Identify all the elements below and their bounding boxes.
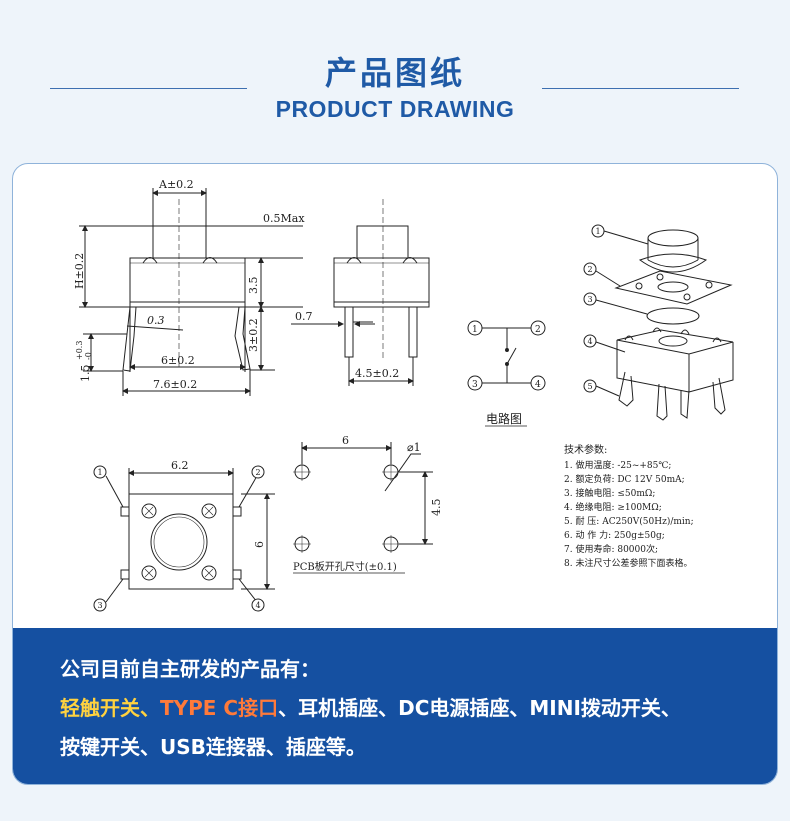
part-1: 1: [595, 227, 600, 236]
pcb-dim-6: 6: [342, 434, 349, 447]
header-line-left: [50, 88, 247, 89]
circuit-pin-4: 4: [535, 380, 541, 390]
page-title: 产品图纸: [324, 54, 465, 92]
dim-03: 0.3: [147, 314, 165, 327]
page-subtitle: PRODUCT DRAWING: [275, 96, 515, 122]
dim-6-top: 6: [253, 541, 266, 548]
products-text: 、耳机插座、DC电源插座、MINI拨动开关、: [278, 696, 681, 720]
dim-3: 3±0.2: [247, 318, 260, 352]
spec-item: 3. 接触电阻: ≤50mΩ;: [564, 487, 655, 499]
circuit-pin-1: 1: [472, 325, 478, 335]
spec-item: 8. 未注尺寸公差参照下面表格。: [564, 557, 692, 569]
circuit-diagram: [467, 320, 546, 427]
pcb-label: PCB板开孔尺寸(±0.1): [293, 560, 397, 573]
dim-45-front: 4.5±0.2: [355, 367, 399, 380]
dim-a: A±0.2: [158, 178, 194, 191]
top-pin-3: 3: [97, 601, 102, 610]
front-view: [291, 199, 430, 386]
highlight-type-c: TYPE C接口: [160, 696, 279, 720]
pcb-hole-layout: [293, 442, 433, 574]
pcb-dim-d1: ⌀1: [407, 441, 421, 454]
part-3: 3: [587, 295, 592, 304]
circuit-pin-2: 2: [535, 325, 541, 335]
dim-62: 6.2: [171, 459, 189, 472]
exploded-view: [595, 229, 734, 421]
panel-products-line-2: 按键开关、USB连接器、插座等。: [60, 735, 366, 759]
top-pin-2: 2: [255, 468, 260, 477]
part-2: 2: [587, 265, 592, 274]
spec-item: 6. 动 作 力: 250g±50g;: [564, 529, 665, 541]
technical-drawing: A±0.2 H±0.2 0.5Max 3.5 0.3 3±0.2 1.5 +0.…: [73, 178, 734, 612]
dim-h: H±0.2: [73, 253, 86, 289]
dim-15: 1.5: [79, 365, 92, 383]
pcb-dim-45: 4.5: [430, 499, 443, 517]
spec-item: 1. 做用温度: -25~+85℃;: [564, 459, 671, 471]
spec-item: 2. 额定负荷: DC 12V 50mA;: [564, 473, 685, 485]
product-range-panel: 公司目前自主研发的产品有： 轻触开关、TYPE C接口、耳机插座、DC电源插座、…: [13, 628, 777, 784]
spec-item: 7. 使用寿命: 80000次;: [564, 543, 658, 555]
top-view: [105, 468, 275, 603]
dim-05max: 0.5Max: [263, 212, 305, 225]
highlight-tact-switch: 轻触开关、: [60, 696, 160, 720]
panel-heading: 公司目前自主研发的产品有：: [60, 657, 320, 681]
circuit-pin-3: 3: [472, 380, 478, 390]
dim-15-tol-top: +0.3: [75, 341, 84, 360]
part-4: 4: [587, 337, 592, 346]
part-5: 5: [587, 382, 592, 391]
spec-item: 5. 耐 压: AC250V(50Hz)/min;: [564, 515, 694, 527]
spec-title: 技术参数:: [564, 443, 607, 456]
circuit-label: 电路图: [486, 411, 522, 426]
header-line-right: [542, 88, 739, 89]
top-pin-4: 4: [255, 601, 260, 610]
dim-07: 0.7: [295, 310, 313, 323]
dim-6: 6±0.2: [161, 354, 195, 367]
panel-products-line-1: 轻触开关、TYPE C接口、耳机插座、DC电源插座、MINI拨动开关、: [60, 692, 681, 721]
top-pin-1: 1: [97, 468, 102, 477]
drawing-card: A±0.2 H±0.2 0.5Max 3.5 0.3 3±0.2 1.5 +0.…: [12, 163, 778, 785]
spec-item: 4. 绝缘电阻: ≥100MΩ;: [564, 501, 662, 513]
side-view: [79, 188, 303, 396]
dim-15-tol-bottom: -0: [84, 352, 93, 360]
dim-76: 7.6±0.2: [153, 378, 197, 391]
dim-35: 3.5: [247, 277, 260, 295]
